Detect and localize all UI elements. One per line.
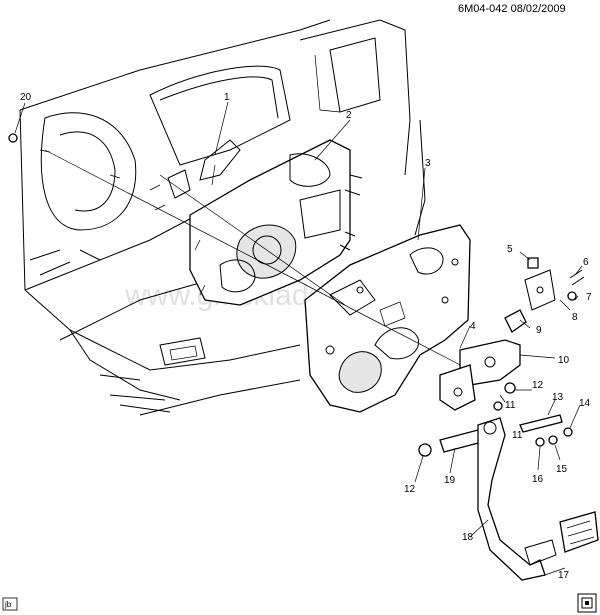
- callout-6: 6: [583, 257, 589, 268]
- callout-20: 20: [20, 92, 32, 103]
- part-10-pivot-bracket: [439, 269, 556, 411]
- dash-panel: [19, 19, 426, 416]
- part-16-nut: [535, 437, 545, 447]
- footer-tag-text: jb: [4, 600, 12, 609]
- callout-18: 18: [462, 532, 474, 543]
- callout-leaders: [14, 101, 583, 576]
- callout-10: 10: [558, 355, 570, 366]
- part-2-mount-plate: [189, 139, 363, 306]
- callout-19: 19: [444, 475, 456, 486]
- callout-7: 7: [586, 292, 592, 303]
- callout-2: 2: [346, 110, 352, 121]
- part-11-nut: [504, 382, 516, 394]
- leader-line: [44, 149, 471, 371]
- callout-13: 13: [552, 392, 564, 403]
- footer-tag-box: [2, 597, 18, 611]
- callout-14: 14: [579, 398, 591, 409]
- diagram-reference-text: 6M04-042 08/02/2009: [458, 3, 566, 15]
- part-15-washer: [548, 435, 558, 445]
- callout-15: 15: [556, 464, 568, 475]
- part-11-nut: [493, 401, 503, 411]
- callout-11b: 11: [512, 430, 523, 441]
- fasteners-upper-right: [504, 257, 585, 333]
- callout-12: 12: [532, 380, 544, 391]
- corner-logo-icon: [577, 593, 597, 613]
- leader-line: [159, 174, 346, 306]
- callout-17: 17: [558, 570, 570, 581]
- part-1-bracket: [149, 139, 241, 211]
- part-18-brake-pedal: [477, 417, 546, 581]
- part-17-pedal-pad: [524, 511, 599, 566]
- part-20-fastener: [8, 133, 18, 143]
- callout-1: 1: [224, 92, 230, 103]
- callout-12b: 12: [404, 484, 416, 495]
- part-3-pedal-bracket: [304, 224, 471, 413]
- part-14-clip: [563, 427, 573, 437]
- callout-5: 5: [507, 244, 513, 255]
- callout-11: 11: [505, 400, 516, 411]
- callout-3: 3: [425, 158, 431, 169]
- callout-4: 4: [470, 321, 476, 332]
- callout-16: 16: [532, 474, 544, 485]
- callout-8: 8: [572, 312, 578, 323]
- callout-9: 9: [536, 325, 542, 336]
- part-13-pin: [519, 414, 563, 433]
- part-19-bushing: [418, 429, 483, 457]
